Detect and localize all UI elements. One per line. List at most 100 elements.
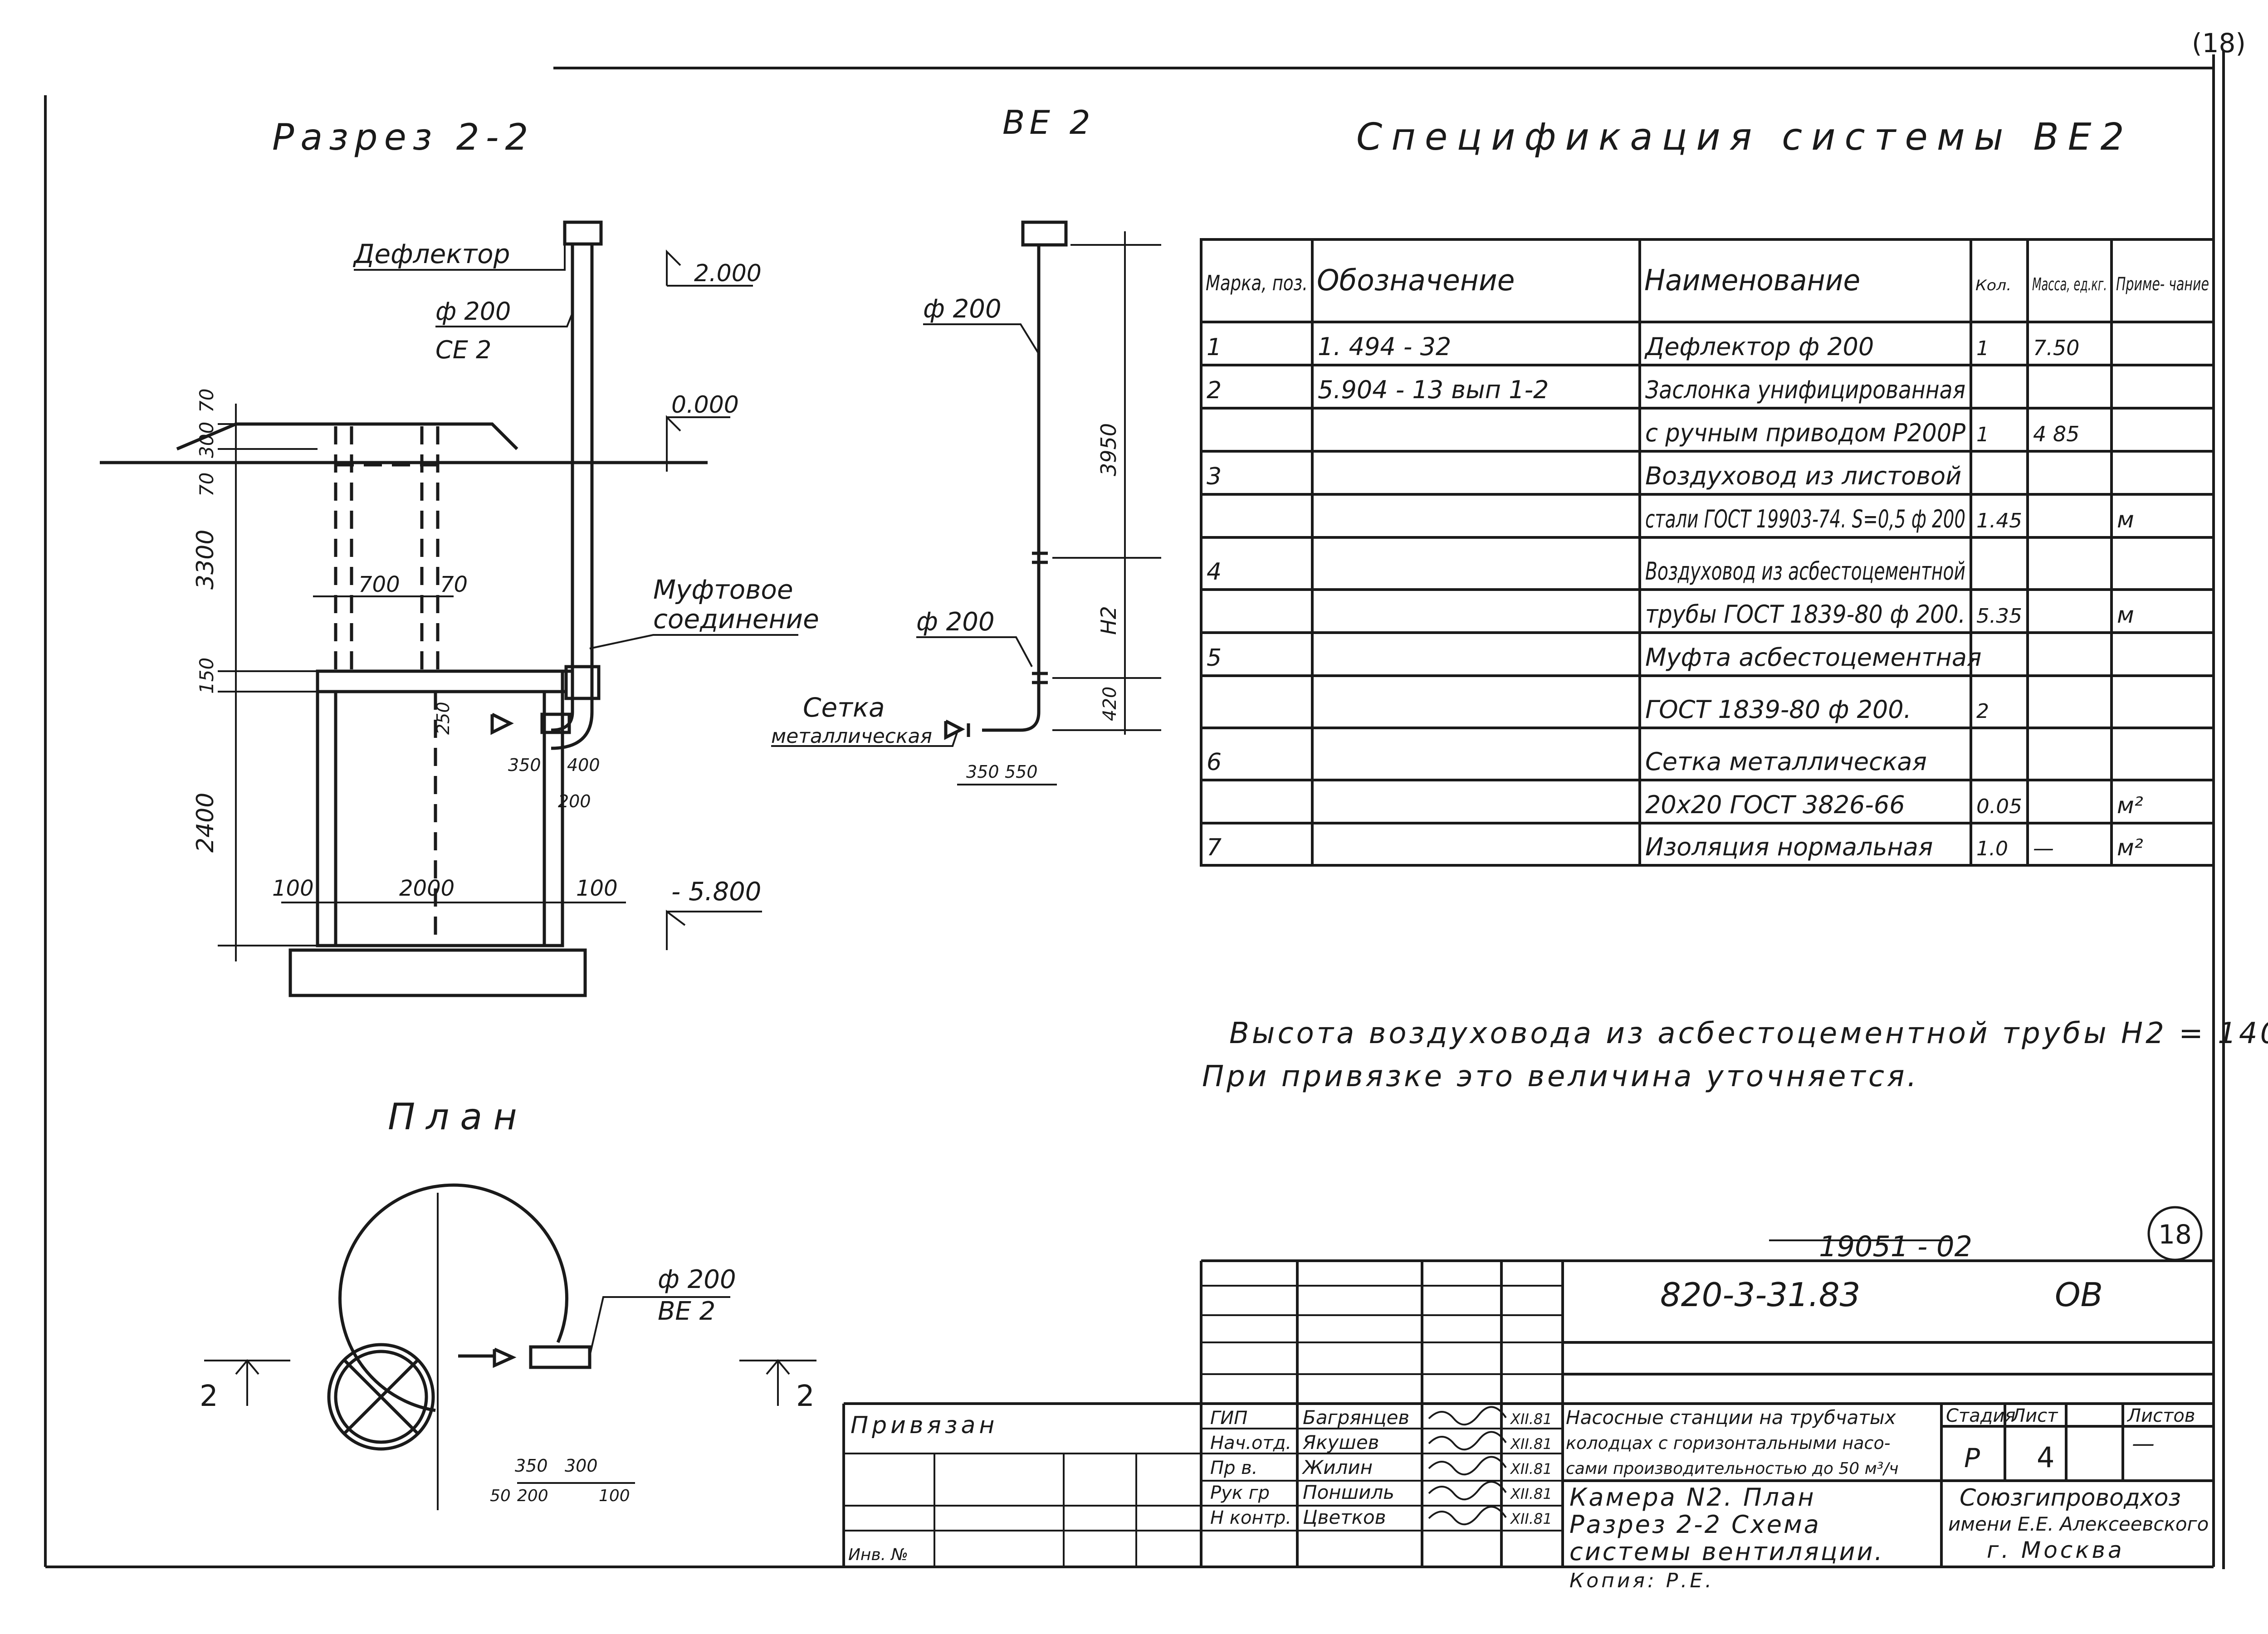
- org-name-2: имени Е.Е. Алексеевского: [1948, 1513, 2209, 1535]
- dim-2000: 2000: [399, 876, 455, 901]
- dim-70a: 70: [196, 389, 218, 413]
- dim-70b: 70: [196, 473, 218, 497]
- plan-dim-300: 300: [565, 1456, 598, 1476]
- note-line-2: При привязке это величина уточняется.: [1202, 1060, 1919, 1093]
- project-name-2: колодцах с горизонтальными насо-: [1566, 1433, 1890, 1453]
- staff-name: Поншиль: [1303, 1481, 1394, 1503]
- dim-3300: 3300: [192, 530, 219, 590]
- staff-role: Н контр.: [1210, 1507, 1291, 1528]
- cell-designation: 5.904 - 13 вып 1-2: [1318, 376, 1549, 404]
- cell-mark: 7: [1207, 834, 1222, 861]
- mesh-label-2: металлическая: [771, 725, 932, 748]
- cell-name: ГОСТ 1839-80 ф 200.: [1645, 695, 1911, 724]
- staff-name: Жилин: [1301, 1456, 1373, 1478]
- header-mass: Масса, ед.кг.: [2032, 274, 2107, 294]
- org-name-1: Союзгипроводхоз: [1960, 1484, 2181, 1512]
- plan-dia: ф 200: [658, 1265, 736, 1294]
- doc-code: 820-3-31.83: [1660, 1276, 1860, 1314]
- cut-mark-right: 2: [796, 1380, 815, 1413]
- cell-name: стали ГОСТ 19903-74. S=0,5 ф 200: [1645, 505, 1965, 533]
- ve2-scheme: ф 200 ф 200 Сетка металлическая 3950 Н2 …: [771, 220, 1161, 785]
- sheet-label: Лист: [2011, 1405, 2058, 1426]
- section-pipe-system: СЕ 2: [435, 336, 491, 364]
- project-name-1: Насосные станции на трубчатых: [1566, 1406, 1897, 1429]
- cell-mark: 6: [1207, 749, 1222, 776]
- staff-name: Багрянцев: [1303, 1406, 1409, 1429]
- staff-date: XII.81: [1510, 1435, 1552, 1453]
- cut-mark-left: 2: [200, 1380, 218, 1413]
- header-designation: Обозначение: [1317, 264, 1515, 298]
- dim-300: 300: [196, 422, 218, 458]
- sheet-number-circle: [2147, 1206, 2203, 1261]
- scheme-title: ВЕ 2: [1002, 103, 1095, 141]
- spec-title: Спецификация системы ВЕ2: [1356, 116, 2133, 159]
- stage-value: Р: [1964, 1443, 1980, 1473]
- cell-designation: 1. 494 - 32: [1318, 332, 1451, 361]
- cell-qty: 2: [1976, 700, 1989, 723]
- plan-dim-350: 350: [515, 1456, 548, 1476]
- copy-label: Копия: Р.Е.: [1569, 1569, 1714, 1592]
- plan-dim-100: 100: [599, 1487, 630, 1505]
- header-qty: Кол.: [1975, 277, 2011, 294]
- cell-mark: 2: [1207, 377, 1222, 404]
- staff-role: Нач.отд.: [1210, 1433, 1291, 1454]
- dim-700: 700: [358, 572, 400, 597]
- staff-role: Пр в.: [1210, 1458, 1257, 1478]
- sheet-name-1: Камера N2. План: [1569, 1483, 1816, 1512]
- plan-title: План: [388, 1096, 528, 1138]
- sheet-value: 4: [2037, 1441, 2054, 1474]
- scheme-dim-420: 420: [1100, 687, 1120, 721]
- signature-scribble: [1428, 1406, 1507, 1426]
- archive-number: 19051 - 02: [1819, 1230, 1972, 1263]
- header-name: Наименование: [1644, 264, 1860, 298]
- staff-name: Якушев: [1302, 1431, 1379, 1454]
- org-name-3: г. Москва: [1987, 1537, 2125, 1563]
- corner-sheet-number: (18): [2192, 28, 2246, 59]
- sheet-name-3: системы вентиляции.: [1569, 1537, 1884, 1566]
- cell-qty: 1.45: [1976, 509, 2022, 532]
- level-ground: 0.000: [671, 391, 739, 419]
- header-mark: Марка, поз.: [1206, 271, 1308, 295]
- cell-note: м: [2117, 602, 2134, 628]
- dim-200: 200: [558, 791, 591, 811]
- title-block: 18 19051 - 02 820-3-31.83 ОВ Привязан Ин…: [842, 1206, 2214, 1592]
- signature-scribble: [1428, 1481, 1507, 1501]
- cell-mass: 7.50: [2033, 336, 2079, 360]
- cell-name: Дефлектор ф 200: [1644, 332, 1874, 361]
- section-pipe-dia: ф 200: [435, 297, 511, 326]
- cell-mark: 5: [1207, 644, 1222, 672]
- staff-role: ГИП: [1210, 1408, 1247, 1429]
- section-title: Разрез 2-2: [272, 116, 534, 158]
- spec-table: Марка, поз. Обозначение Наименование Кол. Ма…: [1200, 238, 2215, 867]
- scheme-dim-350: 350: [966, 762, 999, 782]
- cell-name: Воздуховод из листовой: [1645, 462, 1961, 490]
- cell-name: 20x20 ГОСТ 3826-66: [1645, 790, 1905, 819]
- plan-dim-200: 200: [517, 1487, 548, 1505]
- cell-qty: 5.35: [1976, 605, 2022, 628]
- sheet-number-circle-text: 18: [2158, 1219, 2192, 1250]
- header-note: Приме- чание: [2116, 274, 2209, 295]
- scheme-dim-3950: 3950: [1096, 423, 1121, 476]
- sheets-label: Листов: [2126, 1405, 2195, 1426]
- dim-2400: 2400: [192, 793, 219, 853]
- dim-400: 400: [567, 755, 600, 775]
- cell-mark: 3: [1207, 463, 1222, 490]
- cell-qty: 1: [1976, 337, 1989, 360]
- cell-note: м²: [2117, 792, 2143, 819]
- scheme-dim-h2: Н2: [1096, 606, 1121, 635]
- cell-name: Сетка металлическая: [1645, 747, 1927, 776]
- dim-150: 150: [196, 658, 218, 694]
- cell-name: Изоляция нормальная: [1645, 833, 1933, 861]
- staff-date: XII.81: [1510, 1510, 1552, 1527]
- staff-date: XII.81: [1510, 1410, 1552, 1428]
- cell-mark: 1: [1207, 334, 1222, 361]
- level-top: 2.000: [694, 260, 762, 287]
- mesh-label-1: Сетка: [803, 692, 885, 723]
- bound-label: Привязан: [850, 1412, 998, 1439]
- cell-mass: —: [2033, 836, 2054, 860]
- signature-scribble: [1428, 1431, 1507, 1451]
- plan-dim-50: 50: [490, 1487, 511, 1505]
- deflector-label: Дефлектор: [352, 239, 510, 269]
- sheet-name-2: Разрез 2-2 Схема: [1569, 1510, 1821, 1539]
